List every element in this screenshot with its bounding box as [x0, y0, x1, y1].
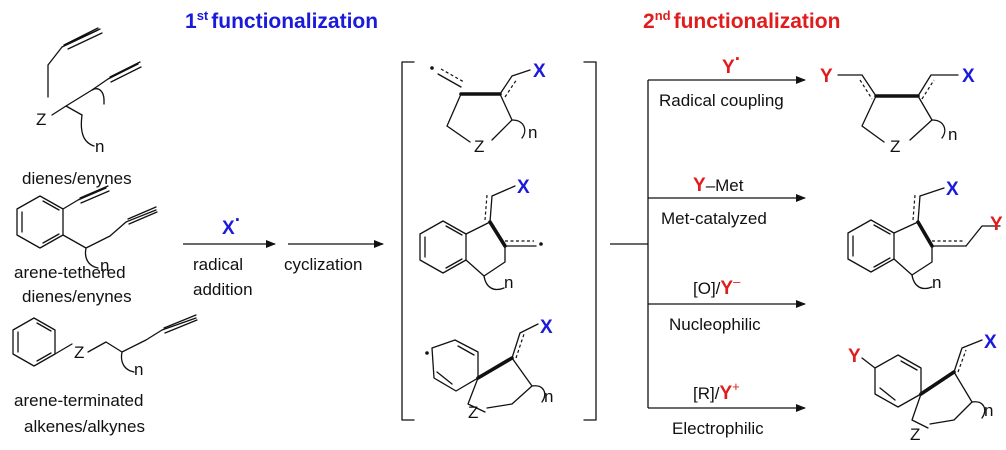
intermediate-1: X Z n — [430, 61, 546, 156]
reagent-Y-radical: Y· — [722, 49, 741, 78]
atom-X: X — [984, 332, 997, 353]
intermediate-3: X Z n — [425, 317, 553, 422]
bracket-left — [401, 61, 415, 421]
subscript-n: n — [984, 401, 993, 420]
subscript-n: n — [504, 273, 513, 292]
label-arene-terminated-2: alkenes/alkynes — [24, 417, 145, 436]
substrate-arene-tethered: n arene-tethered dienes/enynes — [14, 185, 158, 306]
label-arene-tethered-2: dienes/enynes — [22, 287, 132, 306]
atom-Y: Y — [990, 214, 1003, 235]
bracket-right — [583, 61, 597, 421]
subscript-n: n — [134, 360, 143, 379]
reagent-R-Y-plus: [R]/Y+ — [693, 379, 740, 404]
atom-X: X — [962, 66, 975, 87]
atom-X: X — [540, 317, 553, 338]
substrate-dienes-enynes: Z n dienes/enynes — [22, 27, 142, 188]
label-nucleophilic: Nucleophilic — [669, 315, 761, 334]
subscript-n: n — [528, 123, 537, 142]
atom-Z: Z — [36, 110, 46, 129]
step-cyclization: cyclization — [284, 240, 384, 274]
intermediate-2: X n — [419, 177, 543, 292]
label-radical-coupling: Radical coupling — [659, 91, 784, 110]
route-nucleophilic: [O]/Y– Nucleophilic — [648, 274, 806, 334]
subscript-n: n — [932, 273, 941, 292]
atom-Y: Y — [820, 66, 833, 87]
label-arene-tethered-1: arene-tethered — [14, 263, 126, 282]
product-1: Y X Z n — [820, 66, 975, 156]
subscript-n: n — [100, 256, 109, 275]
atom-Z: Z — [74, 343, 84, 362]
subscript-n: n — [948, 125, 957, 144]
label-addition: addition — [193, 280, 253, 299]
label-radical: radical — [193, 255, 243, 274]
reagent-Y-met: Y–Met — [693, 175, 744, 196]
step-radical-addition: X· radical addition — [183, 210, 276, 299]
atom-X: X — [517, 177, 530, 198]
label-electrophilic: Electrophilic — [672, 419, 764, 438]
reagent-O-Y-minus: [O]/Y– — [693, 274, 741, 299]
label-cyclization: cyclization — [284, 255, 362, 274]
subscript-n: n — [95, 137, 104, 156]
subscript-n: n — [544, 387, 553, 406]
reagent-X-radical: X· — [222, 210, 241, 239]
atom-X: X — [946, 179, 959, 200]
label-dienes-enynes: dienes/enynes — [22, 169, 132, 188]
route-met-catalyzed: Y–Met Met-catalyzed — [648, 175, 806, 228]
atom-Y: Y — [848, 346, 861, 367]
label-met-catalyzed: Met-catalyzed — [661, 209, 767, 228]
atom-Z: Z — [890, 137, 900, 156]
atom-Z: Z — [910, 425, 920, 444]
atom-Z: Z — [468, 403, 478, 422]
route-radical-coupling: Y· Radical coupling — [648, 49, 806, 110]
product-2: X Y n — [847, 179, 1003, 292]
route-electrophilic: [R]/Y+ Electrophilic — [648, 379, 806, 438]
product-3: Y X Z n — [848, 332, 997, 444]
substrate-arene-terminated: Z n arene-terminated alkenes/alkynes — [12, 314, 198, 436]
atom-Z: Z — [474, 137, 484, 156]
atom-X: X — [533, 61, 546, 82]
label-arene-terminated-1: arene-terminated — [14, 391, 143, 410]
branch-connector — [610, 80, 649, 408]
